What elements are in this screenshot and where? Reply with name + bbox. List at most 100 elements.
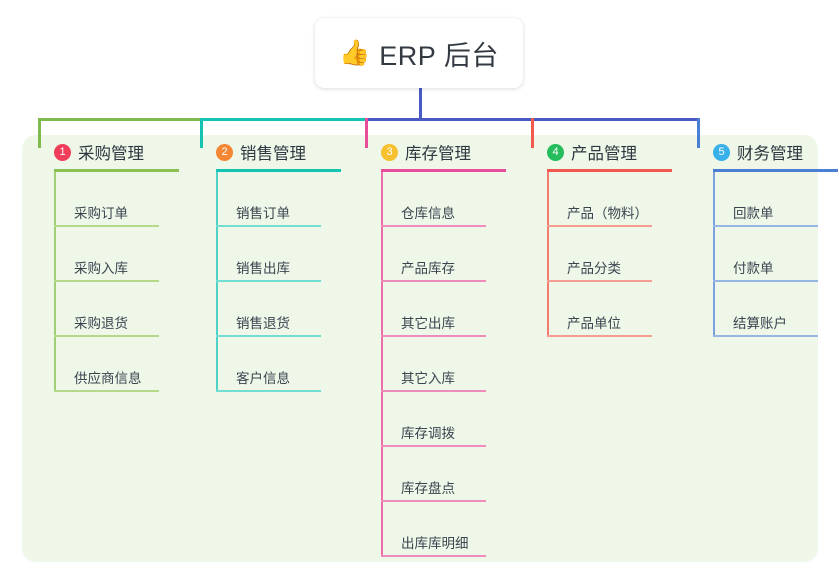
bus-teal-connector: [200, 118, 366, 121]
branch-header-product[interactable]: 4 产品管理: [531, 135, 696, 169]
branch-columns: 1 采购管理采购订单采购入库采购退货供应商信息 2 销售管理销售订单销售出库销售退货客…: [22, 135, 838, 562]
leaf-item-underline: [216, 390, 321, 392]
leaf-item-underline: [54, 225, 159, 227]
root-title-card[interactable]: 👍 ERP 后台: [315, 18, 523, 88]
leaf-item[interactable]: 其它出库: [381, 282, 530, 337]
root-title-label: ERP 后台: [379, 40, 499, 71]
leaf-item[interactable]: 结算账户: [713, 282, 839, 337]
branch-title-finance: 财务管理: [737, 145, 803, 163]
branch-header-purchase[interactable]: 1 采购管理: [38, 135, 203, 169]
branch-items-finance: 回款单付款单结算账户: [713, 172, 839, 337]
leaf-item[interactable]: 产品库存: [381, 227, 530, 282]
leaf-item-underline: [216, 335, 321, 337]
leaf-item[interactable]: 销售订单: [216, 172, 365, 227]
leaf-item-underline: [381, 445, 486, 447]
branch-items-purchase: 采购订单采购入库采购退货供应商信息: [54, 172, 203, 392]
leaf-item-underline: [381, 555, 486, 557]
leaf-item[interactable]: 库存调拨: [381, 392, 530, 447]
drop-finance-connector: [697, 118, 700, 148]
branch-badge-purchase: 1: [54, 143, 71, 161]
branch-inventory: 3 库存管理仓库信息产品库存其它出库其它入库库存调拨库存盘点出库库明细: [365, 135, 530, 557]
leaf-item-underline: [54, 390, 159, 392]
leaf-item-underline: [381, 335, 486, 337]
leaf-item-underline: [713, 225, 818, 227]
branch-items-inventory: 仓库信息产品库存其它出库其它入库库存调拨库存盘点出库库明细: [381, 172, 530, 557]
leaf-item-label: 销售退货: [236, 316, 290, 331]
branch-underline-inventory: [381, 169, 506, 172]
leaf-item[interactable]: 采购退货: [54, 282, 203, 337]
branch-sales: 2 销售管理销售订单销售出库销售退货客户信息: [200, 135, 365, 392]
branch-product: 4 产品管理产品（物料） 产品分类产品单位: [531, 135, 696, 337]
leaf-item-label: 其它入库: [401, 371, 455, 386]
branch-spine-inventory: [381, 172, 383, 557]
leaf-item-label: 销售出库: [236, 261, 290, 276]
branch-badge-sales: 2: [216, 143, 233, 161]
leaf-item-label: 结算账户: [733, 316, 787, 331]
leaf-item-underline: [216, 225, 321, 227]
leaf-item[interactable]: 产品（物料）: [547, 172, 696, 227]
leaf-item-underline: [381, 225, 486, 227]
leaf-item-label: 其它出库: [401, 316, 455, 331]
branch-items-product: 产品（物料） 产品分类产品单位: [547, 172, 696, 337]
leaf-item-label: 采购入库: [74, 261, 128, 276]
branch-badge-product: 4: [547, 143, 564, 161]
leaf-item-label: 回款单: [733, 206, 774, 221]
leaf-item-label: 库存盘点: [401, 481, 455, 496]
leaf-item-underline: [381, 280, 486, 282]
branch-header-inventory[interactable]: 3 库存管理: [365, 135, 530, 169]
drop-purchase-connector: [38, 118, 41, 148]
branch-title-purchase: 采购管理: [78, 145, 144, 163]
branch-header-sales[interactable]: 2 销售管理: [200, 135, 365, 169]
branch-items-sales: 销售订单销售出库销售退货客户信息: [216, 172, 365, 392]
branch-spine-finance: [713, 172, 715, 337]
leaf-item-label: 产品单位: [567, 316, 621, 331]
leaf-item-underline: [381, 390, 486, 392]
bus-green-connector: [38, 118, 201, 121]
leaf-item-label: 产品分类: [567, 261, 621, 276]
leaf-item-underline: [216, 280, 321, 282]
leaf-item-underline: [713, 280, 818, 282]
leaf-item[interactable]: 客户信息: [216, 337, 365, 392]
leaf-item[interactable]: 采购入库: [54, 227, 203, 282]
leaf-item-label: 客户信息: [236, 371, 290, 386]
branch-title-product: 产品管理: [571, 145, 637, 163]
branch-spine-sales: [216, 172, 218, 392]
branch-spine-product: [547, 172, 549, 337]
leaf-item[interactable]: 出库库明细: [381, 502, 530, 557]
branch-badge-inventory: 3: [381, 143, 398, 161]
drop-inventory-connector: [365, 118, 368, 148]
leaf-item-underline: [547, 225, 652, 227]
branch-underline-purchase: [54, 169, 179, 172]
leaf-item-underline: [381, 500, 486, 502]
leaf-item[interactable]: 回款单: [713, 172, 839, 227]
leaf-item[interactable]: 采购订单: [54, 172, 203, 227]
drop-sales-connector: [200, 118, 203, 148]
leaf-item-underline: [713, 335, 818, 337]
leaf-item[interactable]: 仓库信息: [381, 172, 530, 227]
leaf-item-label: 产品（物料）: [567, 206, 648, 221]
branch-underline-product: [547, 169, 672, 172]
leaf-item-label: 采购订单: [74, 206, 128, 221]
branch-underline-sales: [216, 169, 341, 172]
leaf-item[interactable]: 库存盘点: [381, 447, 530, 502]
leaf-item-label: 采购退货: [74, 316, 128, 331]
leaf-item-label: 销售订单: [236, 206, 290, 221]
leaf-item[interactable]: 销售退货: [216, 282, 365, 337]
leaf-item-underline: [54, 335, 159, 337]
leaf-item[interactable]: 供应商信息: [54, 337, 203, 392]
branch-title-sales: 销售管理: [240, 145, 306, 163]
leaf-item-label: 产品库存: [401, 261, 455, 276]
leaf-item-underline: [547, 335, 652, 337]
thumbs-up-icon: 👍: [339, 38, 371, 67]
leaf-item-label: 库存调拨: [401, 426, 455, 441]
leaf-item-underline: [54, 280, 159, 282]
leaf-item[interactable]: 付款单: [713, 227, 839, 282]
branch-title-inventory: 库存管理: [405, 145, 471, 163]
leaf-item[interactable]: 产品分类: [547, 227, 696, 282]
leaf-item[interactable]: 销售出库: [216, 227, 365, 282]
leaf-item[interactable]: 其它入库: [381, 337, 530, 392]
leaf-item[interactable]: 产品单位: [547, 282, 696, 337]
